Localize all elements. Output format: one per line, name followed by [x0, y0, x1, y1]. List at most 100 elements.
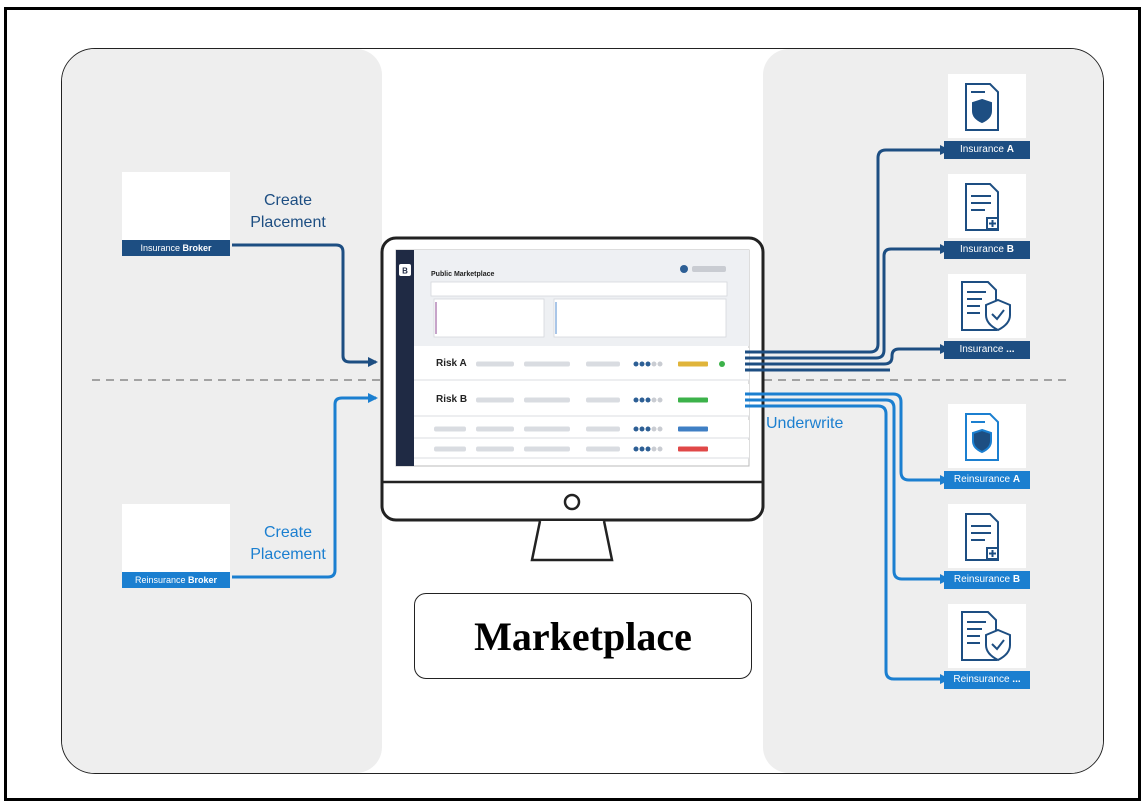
- label-line-1: Create: [263, 524, 313, 541]
- rating-dot: [633, 446, 639, 452]
- caption-prefix: Reinsurance: [953, 474, 1011, 485]
- marketplace-label-box: Marketplace: [414, 593, 752, 679]
- caption-prefix: Insurance: [960, 144, 1004, 155]
- reinsurance-more-caption: Reinsurance ...: [944, 671, 1030, 689]
- risk-a-label: Risk A: [436, 358, 467, 369]
- status-bar: [678, 361, 708, 367]
- rating-dot: [639, 361, 645, 367]
- summary-card-2: [553, 298, 727, 338]
- insurance-b-caption: Insurance B: [944, 241, 1030, 259]
- rating-dot: [657, 361, 663, 367]
- brokers-column: [62, 49, 382, 773]
- rating-dot: [645, 397, 651, 403]
- placeholder-cell: [586, 446, 620, 452]
- caption-prefix: Reinsurance: [134, 575, 186, 585]
- rating-dot: [651, 361, 657, 367]
- placeholder-cell: [476, 361, 514, 367]
- placeholder-cell: [524, 426, 570, 432]
- rating-dot: [633, 426, 639, 432]
- rating-dot: [639, 426, 645, 432]
- carriers-column: [763, 49, 1103, 773]
- reinsurance-b-card: [948, 504, 1026, 568]
- screen-title: Public Marketplace: [431, 271, 495, 278]
- caption-prefix: Insurance: [140, 243, 180, 253]
- monitor: B: [380, 236, 765, 562]
- rating-dot: [645, 446, 651, 452]
- insurance-b-card: [948, 174, 1026, 238]
- status-bar: [678, 397, 708, 403]
- caption-prefix: Reinsurance: [953, 674, 1010, 685]
- caption-prefix: Insurance: [960, 244, 1004, 255]
- caption-bold: Broker: [188, 575, 218, 585]
- label-line-2: Placement: [250, 546, 326, 563]
- status-bar: [678, 446, 708, 452]
- status-bar: [678, 426, 708, 432]
- reinsurance-broker-caption: Reinsurance Broker: [122, 572, 230, 588]
- rating-dot: [633, 361, 639, 367]
- app-sidebar: [396, 250, 414, 466]
- risk-table: [414, 348, 749, 459]
- insurance-a-card: [948, 74, 1026, 138]
- caption-suffix: ...: [1012, 674, 1021, 685]
- risk-b-label: Risk B: [436, 394, 468, 405]
- reinsurance-connectors: [745, 392, 950, 684]
- rating-dot: [639, 446, 645, 452]
- caption-prefix: Reinsurance: [953, 574, 1011, 585]
- rating-dot: [657, 397, 663, 403]
- monitor-stand: [530, 520, 614, 562]
- rating-dot: [651, 446, 657, 452]
- reinsurance-a-card: [948, 404, 1026, 468]
- rating-dot: [657, 446, 663, 452]
- placeholder-cell: [524, 361, 570, 367]
- placeholder-cell: [434, 426, 466, 432]
- reinsurance-a-caption: Reinsurance A: [944, 471, 1030, 489]
- caption-prefix: Insurance: [959, 344, 1004, 355]
- summary-card-1: [433, 298, 545, 338]
- risk-row: [414, 440, 749, 459]
- risk-row: [414, 384, 749, 417]
- reinsurance-create-placement-label: Create Placement: [238, 522, 338, 566]
- caption-suffix: B: [1006, 244, 1014, 255]
- reinsurance-b-caption: Reinsurance B: [944, 571, 1030, 589]
- caption-suffix: B: [1012, 574, 1021, 585]
- rating-dot: [651, 397, 657, 403]
- caption-suffix: A: [1012, 474, 1021, 485]
- placeholder-cell: [476, 446, 514, 452]
- placeholder-cell: [476, 426, 514, 432]
- reinsurance-broker-card: Reinsurance Broker: [122, 504, 230, 588]
- reinsurance-broker-connector: [232, 393, 378, 579]
- placeholder-cell: [524, 446, 570, 452]
- reinsurance-more-card: [948, 604, 1026, 668]
- power-button-icon: [563, 493, 581, 511]
- placeholder-cell: [586, 397, 620, 403]
- app-logo-letter: B: [402, 267, 408, 276]
- insurance-broker-card: Insurance Broker: [122, 172, 230, 256]
- insurance-broker-connector: [232, 243, 378, 367]
- status-dot: [719, 361, 725, 367]
- risk-row: [414, 420, 749, 439]
- rating-dot: [645, 361, 651, 367]
- rating-dot: [633, 397, 639, 403]
- rating-dot: [651, 426, 657, 432]
- rating-dot: [657, 426, 663, 432]
- placeholder-cell: [434, 446, 466, 452]
- marketplace-label: Marketplace: [474, 613, 692, 659]
- placeholder-cell: [586, 361, 620, 367]
- caption-suffix: A: [1006, 144, 1014, 155]
- rating-dot: [639, 397, 645, 403]
- rating-dot: [645, 426, 651, 432]
- risk-row: [414, 348, 749, 381]
- insurance-connectors: [745, 145, 950, 372]
- label-line-2: Placement: [250, 214, 326, 231]
- caption-bold: Broker: [182, 243, 212, 253]
- app-logo: [399, 264, 411, 276]
- insurance-a-caption: Insurance A: [944, 141, 1030, 159]
- insurance-broker-caption: Insurance Broker: [122, 240, 230, 256]
- placeholder-cell: [586, 426, 620, 432]
- search-bar: [430, 281, 728, 297]
- caption-suffix: ...: [1006, 344, 1015, 355]
- insurance-create-placement-label: Create Placement: [238, 190, 338, 234]
- placeholder-cell: [524, 397, 570, 403]
- label-line-1: Create: [263, 192, 313, 209]
